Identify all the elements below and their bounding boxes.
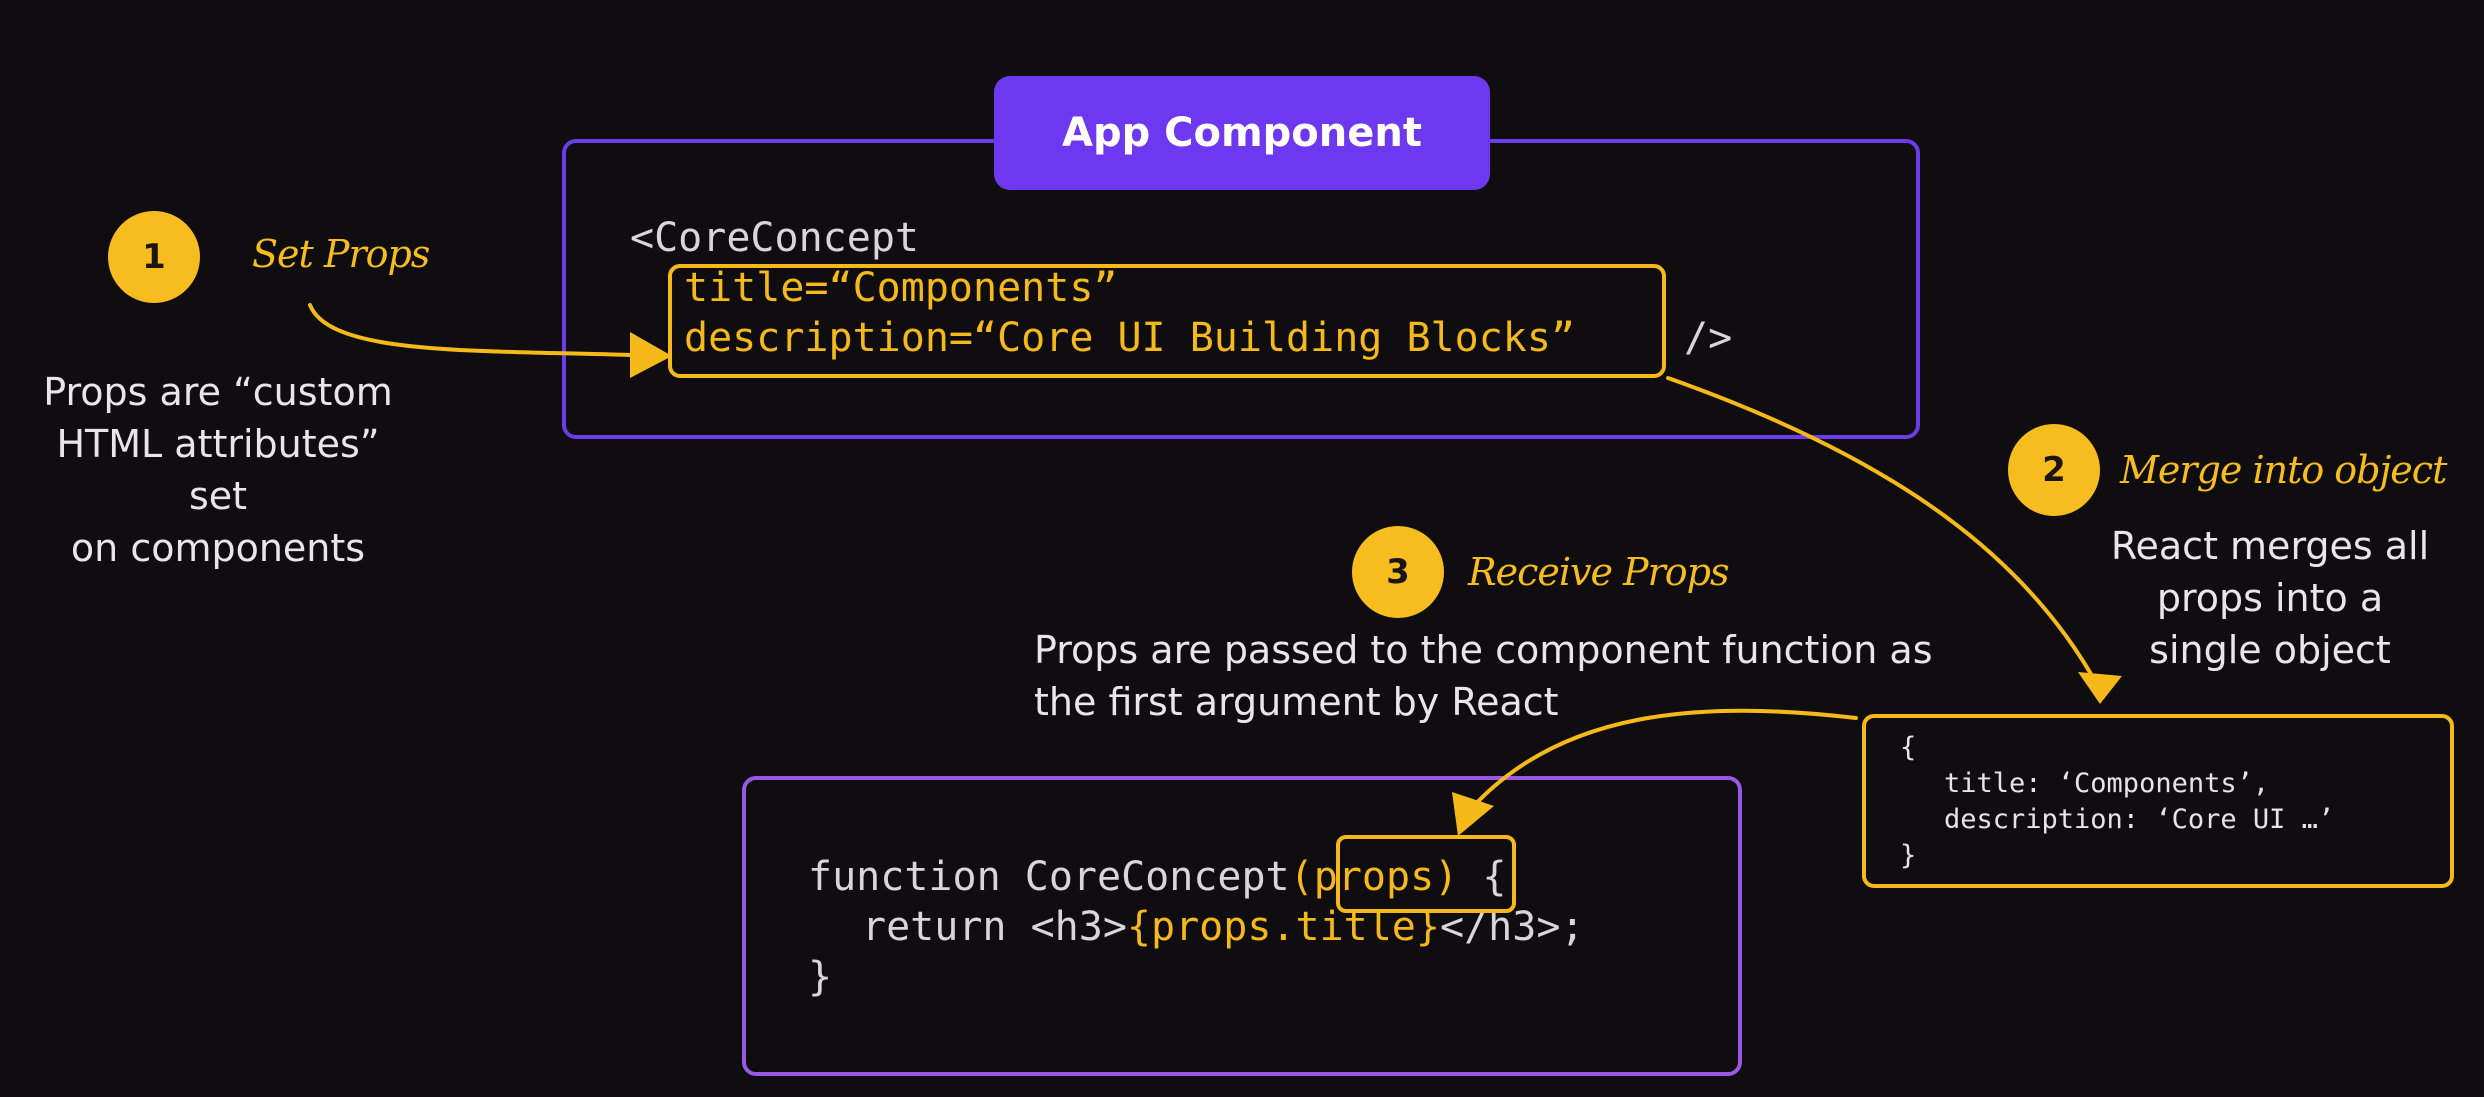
function-close-brace: } — [808, 954, 833, 1000]
app-component-label: App Component — [994, 76, 1490, 190]
jsx-close-tag: /> — [1684, 315, 1733, 361]
arrow-heads — [630, 332, 2122, 836]
step-1-label: Set Props — [252, 232, 430, 276]
step-2-badge: 2 — [2008, 424, 2100, 516]
props-object-frame — [1862, 714, 2454, 888]
attributes-highlight — [668, 264, 1666, 378]
arrow-merge — [1666, 376, 2102, 692]
arrowhead-set-props — [630, 332, 672, 378]
function-component-frame — [742, 776, 1742, 1076]
jsx-description-attr: description=“Core UI Building Blocks” — [684, 315, 1576, 361]
jsx-title-attr: title=“Components” — [684, 265, 1118, 311]
step-3-description: Props are passed to the component functi… — [1034, 628, 1933, 724]
step-2-label: Merge into object — [2120, 448, 2447, 492]
object-title-entry: title: ‘Components’, — [1944, 768, 2270, 799]
function-signature: function CoreConcept(props) { — [808, 854, 1507, 900]
object-description-entry: description: ‘Core UI …’ — [1944, 804, 2335, 835]
props-param-highlight — [1336, 835, 1516, 913]
object-close-brace: } — [1900, 840, 1917, 871]
arrow-receive — [1468, 708, 1858, 812]
step-3-label: Receive Props — [1468, 550, 1729, 594]
step-3-badge: 3 — [1352, 526, 1444, 618]
step-2-description: React merges all props into a single obj… — [2110, 524, 2430, 672]
arrowhead-receive — [1452, 792, 1494, 836]
step-1-badge: 1 — [108, 211, 200, 303]
jsx-open-tag: <CoreConcept — [630, 215, 919, 261]
step-1-description: Props are “custom HTML attributes” set o… — [43, 370, 393, 570]
arrow-set-props — [308, 303, 632, 357]
object-open-brace: { — [1900, 732, 1917, 763]
arrowhead-merge — [2078, 672, 2122, 704]
